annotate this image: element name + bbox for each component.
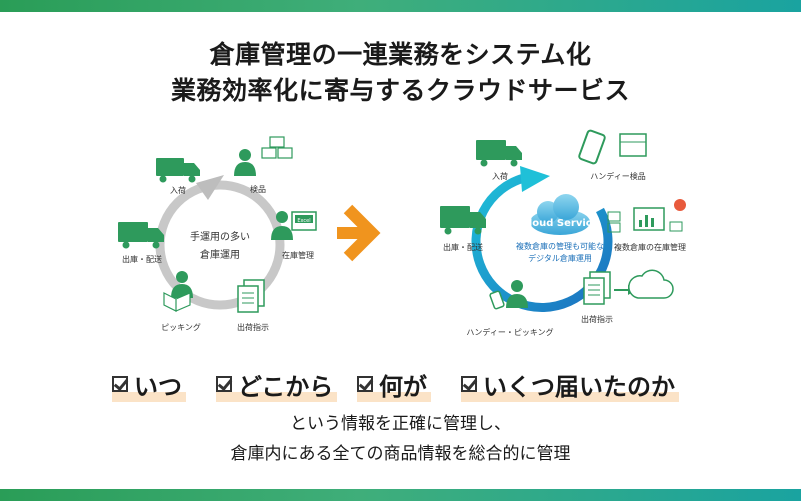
right-shipping-label: 出庫・配送 (443, 242, 483, 252)
right-shipping-instruction-label: 出荷指示 (581, 314, 613, 324)
check-label: いくつ届いたのか (483, 372, 675, 401)
document-icon (583, 271, 636, 305)
check-item-what: 何が (357, 368, 431, 402)
left-receiving-label: 入荷 (170, 185, 186, 195)
truck-icon (440, 206, 486, 235)
check-item-when: いつ (112, 368, 186, 402)
left-shipping-instruction-label: 出荷指示 (237, 322, 269, 332)
truck-icon (118, 222, 164, 249)
document-icon (237, 279, 265, 313)
caption-line-2: 倉庫内にある全ての商品情報を総合的に管理 (230, 444, 571, 464)
picker-icon (163, 271, 193, 312)
truck-icon (156, 158, 200, 183)
left-shipping-label: 出庫・配送 (122, 254, 162, 264)
caption-line-1: という情報を正確に管理し、 (290, 414, 511, 434)
picker-scanner-icon (489, 280, 528, 310)
right-center-line2: デジタル倉庫運用 (528, 253, 592, 263)
inspector-icon (234, 136, 293, 176)
checkbox-icon (112, 376, 128, 392)
checkbox-icon (461, 376, 477, 392)
left-cycle-ring (155, 175, 285, 310)
left-picking-label: ピッキング (161, 322, 201, 332)
right-inventory-label: 複数倉庫の在庫管理 (614, 242, 686, 252)
title-line-2: 業務効率化に寄与するクラウドサービス (170, 76, 630, 105)
check-label: いつ (134, 372, 182, 401)
right-handy-inspection-label: ハンディー検品 (590, 171, 645, 181)
right-handy-picking-label: ハンディー・ピッキング (466, 327, 553, 337)
left-inspection-label: 検品 (250, 184, 266, 194)
cloud-service-label: Cloud Service (522, 218, 599, 229)
cloud-outline-icon (628, 269, 674, 299)
right-center-line1: 複数倉庫の管理も可能な (516, 241, 604, 251)
check-label: 何が (379, 372, 427, 401)
cloud-icon (530, 194, 590, 235)
check-label: どこから (238, 372, 334, 401)
monitor-icon (607, 199, 686, 233)
bottom-accent-bar (0, 489, 801, 501)
handheld-scanner-icon (578, 129, 647, 165)
checkbox-icon (357, 376, 373, 392)
excel-label: Excel (297, 218, 310, 224)
check-item-how-many: いくつ届いたのか (461, 368, 679, 402)
title-line-1: 倉庫管理の一連業務をシステム化 (209, 40, 592, 69)
right-receiving-label: 入荷 (492, 171, 508, 181)
left-inventory-label: 在庫管理 (282, 250, 314, 260)
top-accent-bar (0, 0, 801, 12)
checkbox-icon (216, 376, 232, 392)
left-center-line1: 手運用の多い (190, 230, 250, 243)
check-item-from-where: どこから (216, 368, 338, 402)
computer-user-icon (271, 211, 317, 240)
left-center-line2: 倉庫運用 (200, 248, 240, 261)
truck-icon (476, 140, 522, 167)
